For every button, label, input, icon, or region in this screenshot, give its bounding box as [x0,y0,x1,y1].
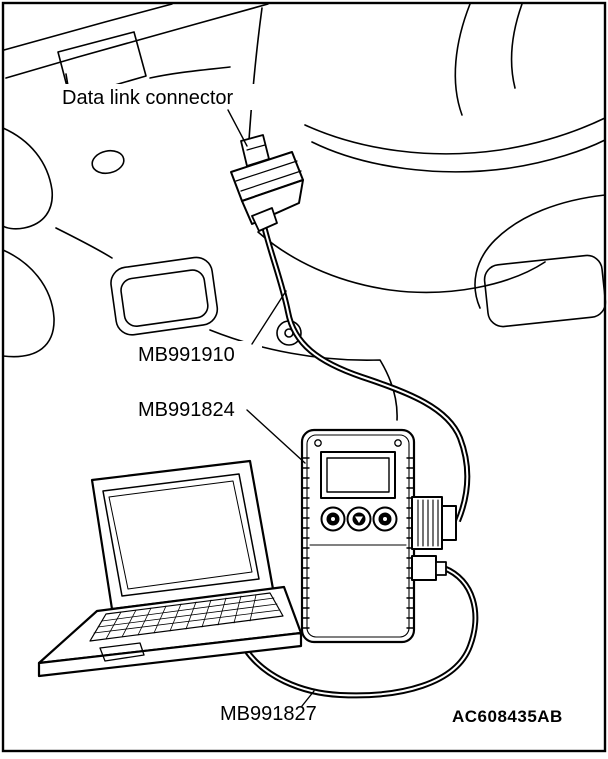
vci-usb-connector [411,555,447,581]
screw-icon [314,439,322,447]
leader-mb991824 [246,409,306,464]
laptop-trackpad [99,642,145,662]
label-backings [56,84,346,724]
vci-device-illustration [300,428,457,644]
figure-code: AC608435AB [452,707,563,726]
vci-screen [320,451,396,499]
label-vci-mb991824: MB991824 [138,399,235,421]
label-cable-mb991910: MB991910 [138,344,235,366]
dash-opening [110,256,219,336]
laptop-keyboard [89,592,284,642]
vci-buttons [320,506,398,532]
screw-icon [394,439,402,447]
leader-mb991827 [301,690,315,707]
laptop-illustration [37,459,303,678]
leader-data-link-connector [227,109,248,147]
cable-mb991827-illustration [243,565,479,699]
label-data-link-connector: Data link connector [62,87,234,109]
cable-mb991910-illustration [260,221,471,523]
label-cable-mb991827: MB991827 [220,703,317,725]
data-link-connector-illustration [230,134,304,232]
vci-side-connector [411,496,457,550]
leader-mb991910 [251,290,287,345]
leader-lines [227,109,315,707]
